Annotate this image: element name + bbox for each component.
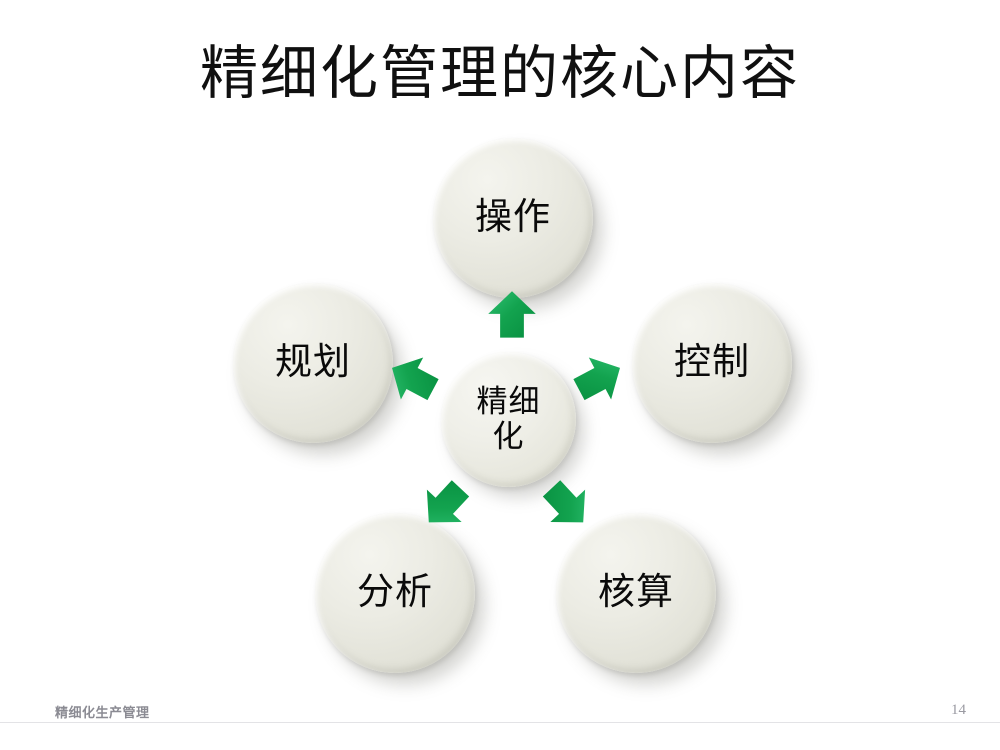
diagram-node-label: 核算 [598,572,674,614]
hub-and-spoke-diagram: 操作 控制 核算 分析 规划 精细 化 [0,120,1000,690]
diagram-node-bottom-right[interactable]: 核算 [556,513,716,673]
diagram-node-right[interactable]: 控制 [632,283,792,443]
diagram-node-center[interactable]: 精细 化 [441,352,576,487]
diagram-node-label: 操作 [475,197,551,239]
arrow-down-left-icon [407,467,483,543]
diagram-node-bottom-left[interactable]: 分析 [315,513,475,673]
arrow-down-right-icon [529,467,605,543]
diagram-center-label: 精细 化 [476,383,541,454]
arrow-up-right-icon [562,342,635,415]
diagram-node-label: 规划 [275,342,351,384]
footer-label: 精细化生产管理 [55,705,150,720]
diagram-node-label: 控制 [674,342,750,384]
diagram-center-label-line2: 化 [492,418,525,454]
arrow-up-icon [485,288,539,342]
diagram-node-label: 分析 [357,572,433,614]
page-number: 14 [951,702,966,718]
arrow-up-left-icon [376,342,449,415]
page-title: 精细化管理的核心内容 [199,41,800,106]
diagram-node-top[interactable]: 操作 [433,138,593,298]
footer-divider [0,722,1000,723]
diagram-node-left[interactable]: 规划 [233,283,393,443]
diagram-center-label-line1: 精细 [476,383,541,419]
